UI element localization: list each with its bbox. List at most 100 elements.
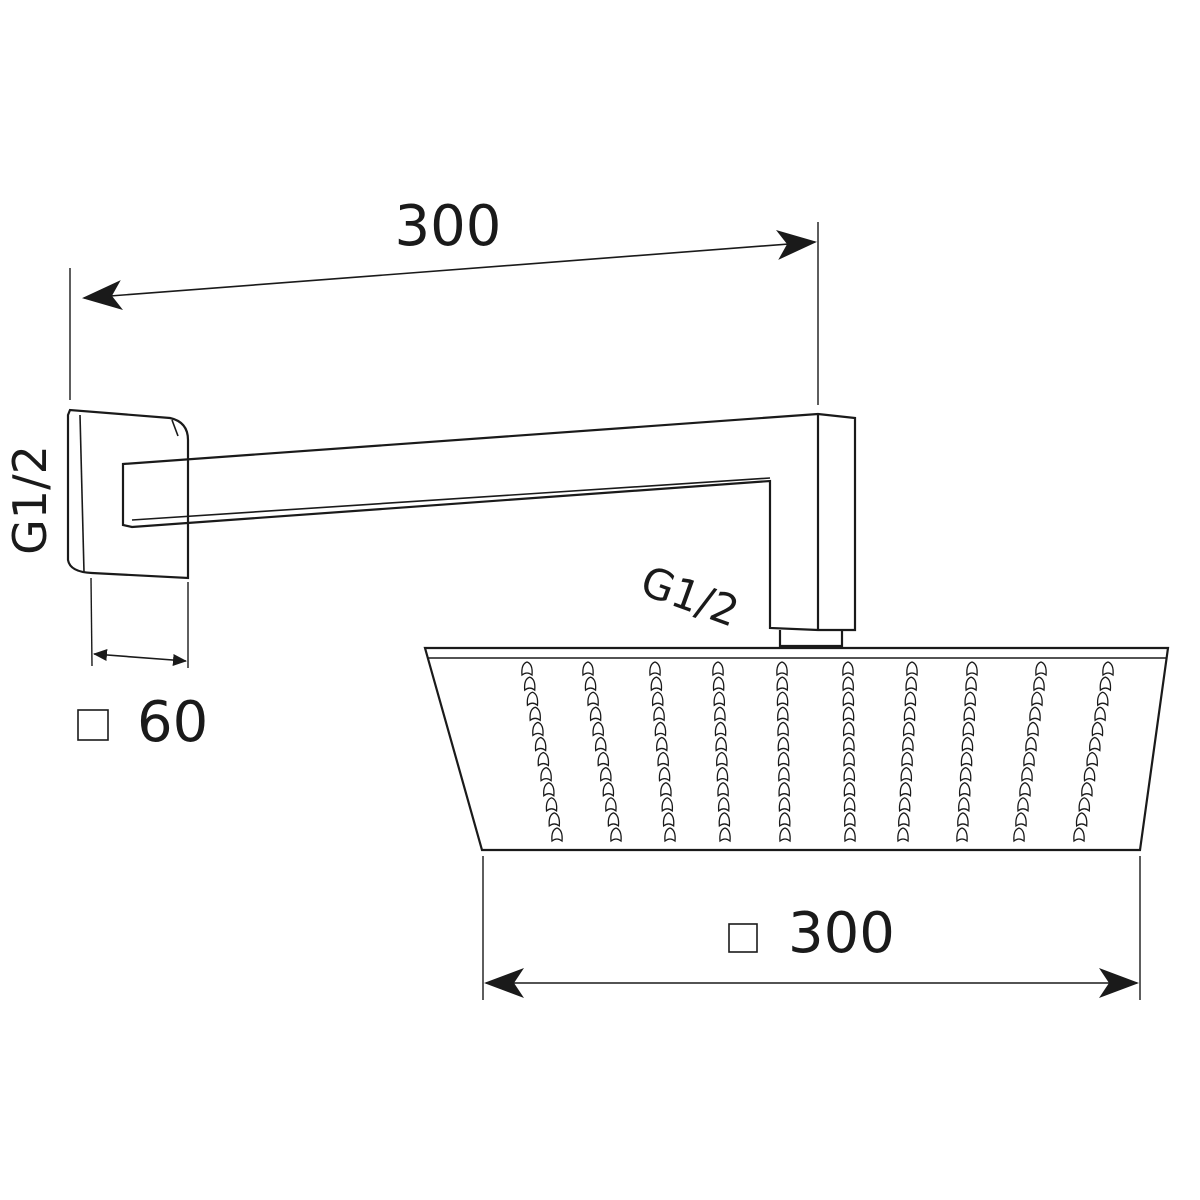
nozzle-row xyxy=(582,661,622,843)
nozzle xyxy=(587,691,599,707)
nozzle xyxy=(651,691,664,707)
nozzle-row xyxy=(1013,661,1047,843)
nozzle xyxy=(1091,721,1104,737)
nozzle xyxy=(661,797,674,813)
head-connector xyxy=(778,630,844,648)
nozzle xyxy=(1027,721,1039,737)
nozzle xyxy=(1083,766,1096,782)
nozzle xyxy=(903,706,916,722)
base-size-label: 60 xyxy=(137,690,208,755)
nozzle xyxy=(548,812,561,828)
nozzle xyxy=(607,812,620,828)
nozzle xyxy=(713,691,726,707)
nozzle-row xyxy=(897,661,918,843)
base-extension-left xyxy=(90,577,93,667)
nozzle xyxy=(776,661,788,677)
nozzle xyxy=(602,782,615,797)
nozzle xyxy=(656,736,668,752)
nozzle xyxy=(777,736,790,752)
nozzle xyxy=(1099,676,1112,692)
nozzle xyxy=(1096,691,1109,707)
nozzle xyxy=(778,782,790,797)
nozzle xyxy=(844,827,856,843)
nozzle xyxy=(778,766,790,782)
nozzle xyxy=(1013,827,1025,843)
nozzle xyxy=(716,751,728,767)
nozzle xyxy=(532,721,544,737)
nozzle xyxy=(897,827,909,843)
nozzle xyxy=(964,691,976,707)
nozzle xyxy=(610,827,622,843)
nozzle xyxy=(649,661,661,677)
nozzle xyxy=(1017,797,1029,813)
nozzle xyxy=(902,736,914,752)
nozzle xyxy=(777,706,789,722)
nozzle-row xyxy=(649,661,676,843)
nozzle xyxy=(898,797,911,813)
nozzle xyxy=(662,812,675,828)
nozzle xyxy=(901,751,913,767)
nozzle xyxy=(966,661,978,677)
nozzle xyxy=(843,736,855,752)
head-size-label: 300 xyxy=(788,901,895,966)
nozzle xyxy=(962,721,975,737)
nozzle xyxy=(842,691,855,707)
shower-arm: G1/2 xyxy=(121,412,857,648)
nozzle xyxy=(534,736,547,752)
nozzle xyxy=(843,751,855,767)
nozzle xyxy=(545,797,558,813)
nozzle xyxy=(523,676,536,692)
nozzle xyxy=(844,812,856,828)
nozzle xyxy=(582,661,594,677)
nozzle xyxy=(718,812,731,828)
nozzle xyxy=(843,782,856,797)
nozzle xyxy=(594,736,607,752)
nozzle xyxy=(900,766,913,782)
nozzle xyxy=(776,676,789,692)
nozzle xyxy=(779,827,791,843)
nozzle xyxy=(537,751,550,767)
nozzle-row xyxy=(776,661,791,843)
nozzle xyxy=(600,766,612,782)
nozzle xyxy=(526,691,539,707)
head-outline xyxy=(423,646,1170,852)
nozzle xyxy=(521,661,533,677)
nozzle xyxy=(605,797,617,813)
nozzle xyxy=(1021,766,1033,782)
base-size-dimension: 60 xyxy=(77,577,208,755)
nozzle xyxy=(712,661,724,677)
nozzle xyxy=(650,676,663,692)
nozzle xyxy=(1025,736,1037,752)
nozzle xyxy=(960,751,973,767)
nozzle xyxy=(584,676,597,692)
nozzle xyxy=(965,676,977,692)
nozzle xyxy=(1073,827,1085,843)
nozzle xyxy=(597,751,610,767)
nozzle xyxy=(1035,661,1047,677)
nozzle xyxy=(654,721,667,737)
nozzle-row xyxy=(712,661,731,843)
nozzle xyxy=(898,812,910,828)
nozzle xyxy=(843,797,856,813)
nozzle-array xyxy=(521,661,1114,843)
nozzle xyxy=(904,691,917,707)
nozzle xyxy=(958,782,971,797)
arm-outline xyxy=(121,412,857,632)
nozzle xyxy=(715,736,727,752)
nozzle xyxy=(540,766,552,782)
nozzle xyxy=(842,721,855,737)
nozzle xyxy=(1102,661,1114,677)
nozzle xyxy=(905,676,917,692)
nozzle xyxy=(543,782,555,797)
nozzle xyxy=(716,766,729,782)
nozzle xyxy=(1019,782,1031,797)
nozzle xyxy=(714,721,727,737)
nozzle xyxy=(551,827,563,843)
nozzle xyxy=(1094,706,1106,722)
nozzle xyxy=(657,751,669,767)
nozzle-row xyxy=(1073,661,1114,843)
nozzle xyxy=(777,721,789,737)
nozzle xyxy=(658,766,671,782)
nozzle xyxy=(778,812,791,828)
